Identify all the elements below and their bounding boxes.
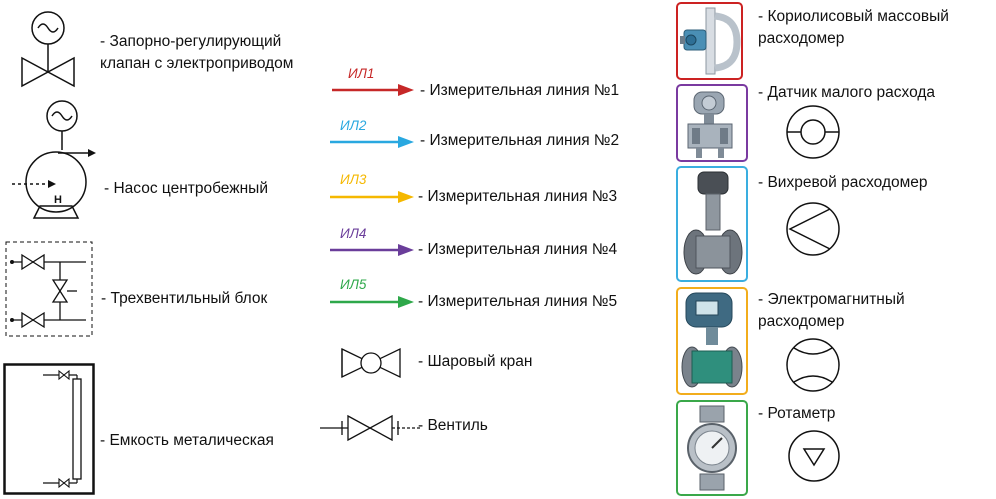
metal-tank-icon: [3, 363, 95, 495]
line-3-arrow: [330, 191, 414, 203]
line-3-label: - Измерительная линия №3: [418, 188, 618, 205]
gate-valve-label: - Вентиль: [418, 417, 488, 434]
low-flow-sensor-label: - Датчик малого расхода: [758, 84, 936, 101]
line-1-label: - Измерительная линия №1: [420, 82, 620, 99]
magnetic-meter-photo: [676, 287, 748, 395]
pressure-transmitter-photo: [676, 84, 748, 162]
magnetic-meter-label: - Электромагнитный расходомер: [758, 291, 905, 330]
line-2-arrow: [330, 136, 414, 148]
centrifugal-pump-icon: [12, 100, 96, 219]
line-4-code: ИЛ4: [340, 226, 367, 241]
line-4-label: - Измерительная линия №4: [418, 241, 618, 258]
line-2-code: ИЛ2: [340, 118, 367, 133]
vortex-meter-photo: [676, 166, 748, 282]
coriolis-meter-photo: [676, 2, 743, 80]
actuated-valve-icon: [21, 11, 75, 88]
rotameter-symbol-icon: [788, 430, 840, 482]
gate-valve-icon: [320, 414, 420, 442]
line-5-label: - Измерительная линия №5: [418, 293, 618, 310]
line-2-label: - Измерительная линия №2: [420, 132, 620, 149]
manifold-label: - Трехвентильный блок: [101, 290, 268, 307]
rotameter-label: - Ротаметр: [758, 405, 836, 422]
line-3-code: ИЛ3: [340, 172, 367, 187]
low-flow-sensor-symbol-icon: [786, 105, 840, 159]
pump-label: - Насос центробежный: [104, 180, 268, 197]
actuated-valve-label: - Запорно-регулирующий клапан с электроп…: [100, 33, 294, 72]
vortex-meter-symbol-icon: [786, 202, 840, 256]
line-1-code: ИЛ1: [348, 66, 375, 81]
three-valve-manifold-icon: [5, 241, 93, 337]
line-1-arrow: [332, 84, 414, 96]
line-5-arrow: [330, 296, 414, 308]
rotameter-photo: [676, 400, 748, 496]
magnetic-meter-symbol-icon: [786, 338, 840, 392]
tank-label: - Емкость металическая: [100, 432, 274, 449]
ball-valve-label: - Шаровый кран: [418, 353, 533, 370]
coriolis-meter-label: - Кориолисовый массовый расходомер: [758, 8, 949, 47]
line-5-code: ИЛ5: [340, 277, 367, 292]
ball-valve-icon: [341, 347, 401, 379]
line-4-arrow: [330, 244, 414, 256]
vortex-meter-label: - Вихревой расходомер: [758, 174, 928, 191]
pump-letter: Н: [54, 194, 62, 206]
